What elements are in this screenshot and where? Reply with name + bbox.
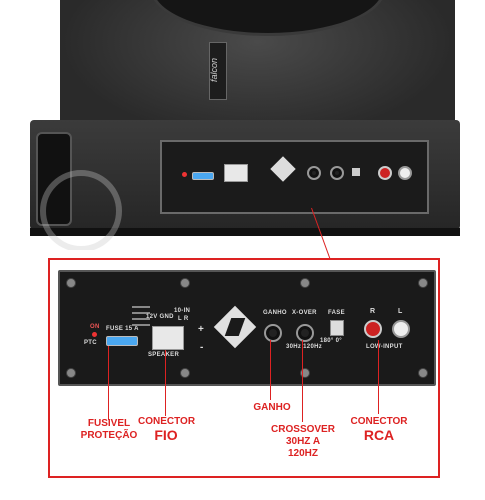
pointer-line-gain [270,340,271,400]
screw-icon [300,278,310,288]
vent-slot [132,318,150,320]
screw-icon [180,368,190,378]
rca-white-small [398,166,412,180]
caption-gain: GANHO [250,402,294,414]
pointer-line-crossover [302,340,303,422]
phase-label: FASE [328,310,345,316]
pointer-line-wire-connector [165,350,166,416]
caption-fuse-line1: FUSIVEL [87,418,131,429]
phase-switch-small [352,168,360,176]
fuse [106,336,138,346]
on-label: ON [90,324,100,330]
minus-label: - [200,342,204,353]
caption-wire-connector-line2: FIO [154,427,178,443]
logo-diamond-small [270,156,296,182]
wire-connector [152,326,184,350]
remote-label: 10-IN [174,308,191,314]
caption-fuse: FUSIVEL PROTEÇÃO [76,418,142,442]
caption-gain-line1: GANHO [253,402,291,413]
caption-rca-line1: CONECTOR [350,416,408,427]
screw-icon [418,278,428,288]
rca-input-right[interactable] [364,320,382,338]
screw-icon [66,368,76,378]
xover-label: X-OVER [292,310,317,316]
caption-rca-line2: RCA [363,427,395,443]
product-photo: falcon [30,0,460,250]
brand-plate: falcon [209,42,227,100]
pointer-line-rca [378,340,379,414]
rca-l-label: L [398,308,403,315]
lr-label: L R [178,316,189,322]
gain-knob[interactable] [264,324,282,342]
pointer-line-fuse [108,346,109,420]
ptc-label: PTC [84,340,97,346]
caption-crossover-line1: CROSSOVER [271,424,335,435]
caption-crossover-line2: 30HZ A 120HZ [285,436,321,459]
wire-connector-small [224,164,248,182]
screw-icon [66,278,76,288]
caption-rca: CONECTOR RCA [350,416,408,443]
vent-slot [132,324,150,326]
gain-knob-small [307,166,321,180]
power-led [92,332,97,337]
amplifier-panel-small [160,140,429,214]
caption-fuse-line2: PROTEÇÃO [80,430,138,441]
watermark-ring [40,170,122,250]
caption-wire-connector-line1: CONECTOR [138,416,196,427]
amplifier-panel: ON PTC FUSE 15 A 12V GND 10-IN L R SPEAK… [58,270,436,386]
power-led-small [182,172,187,177]
vent-slot [132,306,150,308]
xover-knob[interactable] [296,324,314,342]
fuse-small [192,172,214,180]
screw-icon [418,368,428,378]
phase-switch[interactable] [330,320,344,336]
screw-icon [180,278,190,288]
caption-wire-connector: CONECTOR FIO [138,416,196,443]
rca-red-small [378,166,392,180]
xover-range-label: 30Hz 120Hz [286,344,323,350]
box-feet [30,228,460,236]
fuse-label: FUSE 15 A [106,326,139,332]
caption-crossover: CROSSOVER 30HZ A 120HZ [270,424,336,460]
gain-label: GANHO [263,310,287,316]
power-label: 12V GND [146,314,174,320]
rca-input-left[interactable] [392,320,410,338]
plus-label: + [198,324,205,335]
phase-values-label: 180° 0° [320,338,342,344]
xover-knob-small [330,166,344,180]
screw-icon [300,368,310,378]
vent-slot [132,312,150,314]
low-input-label: LOW-INPUT [366,344,403,350]
brand-text: falcon [209,57,219,82]
speaker-label: SPEAKER [148,352,180,358]
rca-r-label: R [370,308,376,315]
